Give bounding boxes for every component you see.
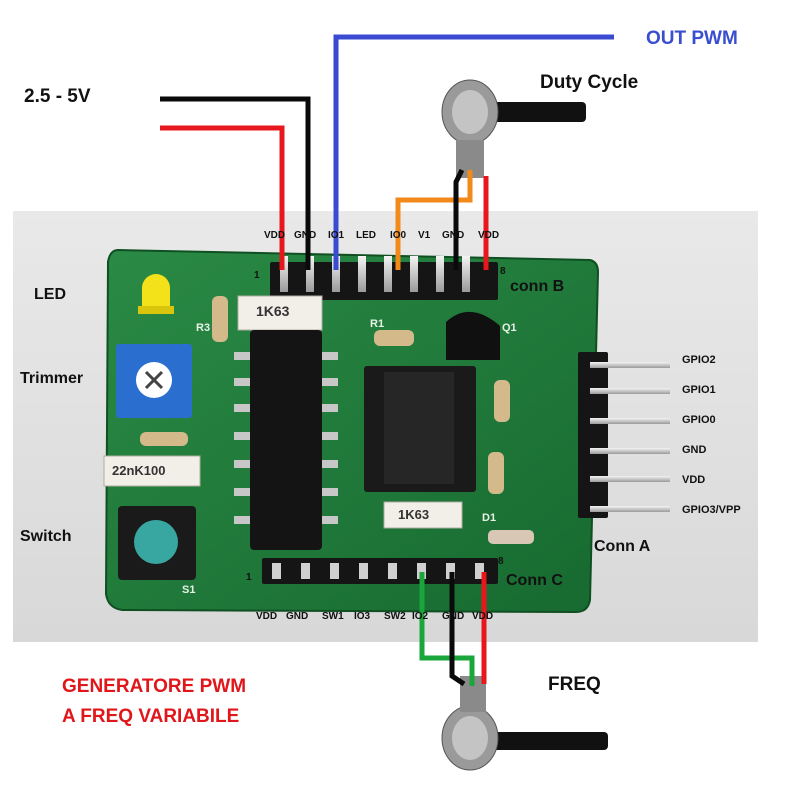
conn-c-pin-label: IO2 [412,611,429,622]
out-pwm-label: OUT PWM [646,28,738,49]
conn-b-header [270,256,498,300]
conn-c-pin1-marker: 1 [246,572,252,583]
silk-s1: S1 [182,584,196,596]
conn-c-pin-label: GND [442,611,465,622]
trimmer-label: Trimmer [20,370,84,387]
freq-label: FREQ [548,674,601,695]
conn-c-pin-label: VDD [472,611,494,622]
title-line-1: GENERATORE PWM [62,676,247,697]
conn-a-pin-label: GND [682,444,707,456]
conn-b-pin1-marker: 1 [254,270,260,281]
wire-black-freq [449,572,466,687]
duty-cycle-label: Duty Cycle [540,72,639,93]
resistor-1k63-top [237,295,323,331]
led-label: LED [34,286,66,303]
ic-large [234,330,338,550]
conn-a-pin-label: GPIO0 [682,414,716,426]
diode-d1 [488,530,534,544]
resistor-small [140,432,188,446]
voltage-label: 2.5 - 5V [24,86,91,107]
conn-c-label: Conn C [506,572,563,589]
wire-orange-duty [395,170,473,270]
resistor-right-1 [494,380,510,422]
conn-b-pin-label: IO1 [328,230,345,241]
conn-b-label: conn B [510,278,565,295]
silk-d1: D1 [482,512,497,524]
silk-q1: Q1 [502,322,517,334]
silk-r1: R1 [370,318,385,330]
silk-r3: R3 [196,322,211,334]
led-yellow [138,274,174,314]
conn-c-pin-label: IO3 [354,611,371,622]
conn-c-pin-label: GND [286,611,309,622]
transistor-q1 [446,311,500,360]
conn-c-pin8-marker: 8 [498,556,504,567]
resistor-top-text: 1K63 [256,303,290,319]
conn-b-pin-label: V1 [418,230,431,241]
conn-b-pin-label: GND [294,230,317,241]
resistor-bottom-text: 1K63 [398,507,430,522]
wire-red-vdd [160,125,285,270]
trimmer-blue [116,344,192,418]
conn-b-pin-label: GND [442,230,465,241]
wire-green-freq [419,572,475,686]
wire-black-duty [453,168,465,270]
title-line-2: A FREQ VARIABILE [62,706,240,727]
resistor-1k63-bottom [383,501,463,529]
conn-b-pin-label: VDD [264,230,286,241]
conn-a-pin-label: VDD [682,474,706,486]
capacitor-22nk100 [103,455,201,487]
switch-s1 [118,506,196,580]
resistor-r3 [212,296,228,342]
capacitor-text: 22nK100 [112,463,166,478]
ic-small-socket [364,366,476,492]
wire-blue-out [333,34,614,270]
conn-a-pin-label: GPIO2 [682,354,716,366]
conn-a-pin-label: GPIO1 [682,384,716,396]
potentiometer-duty-cycle [441,79,586,178]
conn-c-header [262,558,498,584]
conn-c-pin-label: SW2 [384,611,406,622]
resistor-right-2 [488,452,504,494]
wire-black-gnd [160,96,311,270]
conn-c-pin-label: VDD [256,611,278,622]
conn-a-label: Conn A [594,538,651,555]
potentiometer-freq [441,676,608,771]
conn-b-pin-label: LED [356,230,376,241]
conn-b-pin8-marker: 8 [500,266,506,277]
conn-b-pin-label: VDD [478,230,500,241]
conn-c-pin-label: SW1 [322,611,344,622]
resistor-r1 [374,330,414,346]
conn-a-header [578,352,670,518]
conn-a-pin-label: GPIO3/VPP [682,504,741,516]
switch-label: Switch [20,528,72,545]
conn-b-pin-label: IO0 [390,230,407,241]
